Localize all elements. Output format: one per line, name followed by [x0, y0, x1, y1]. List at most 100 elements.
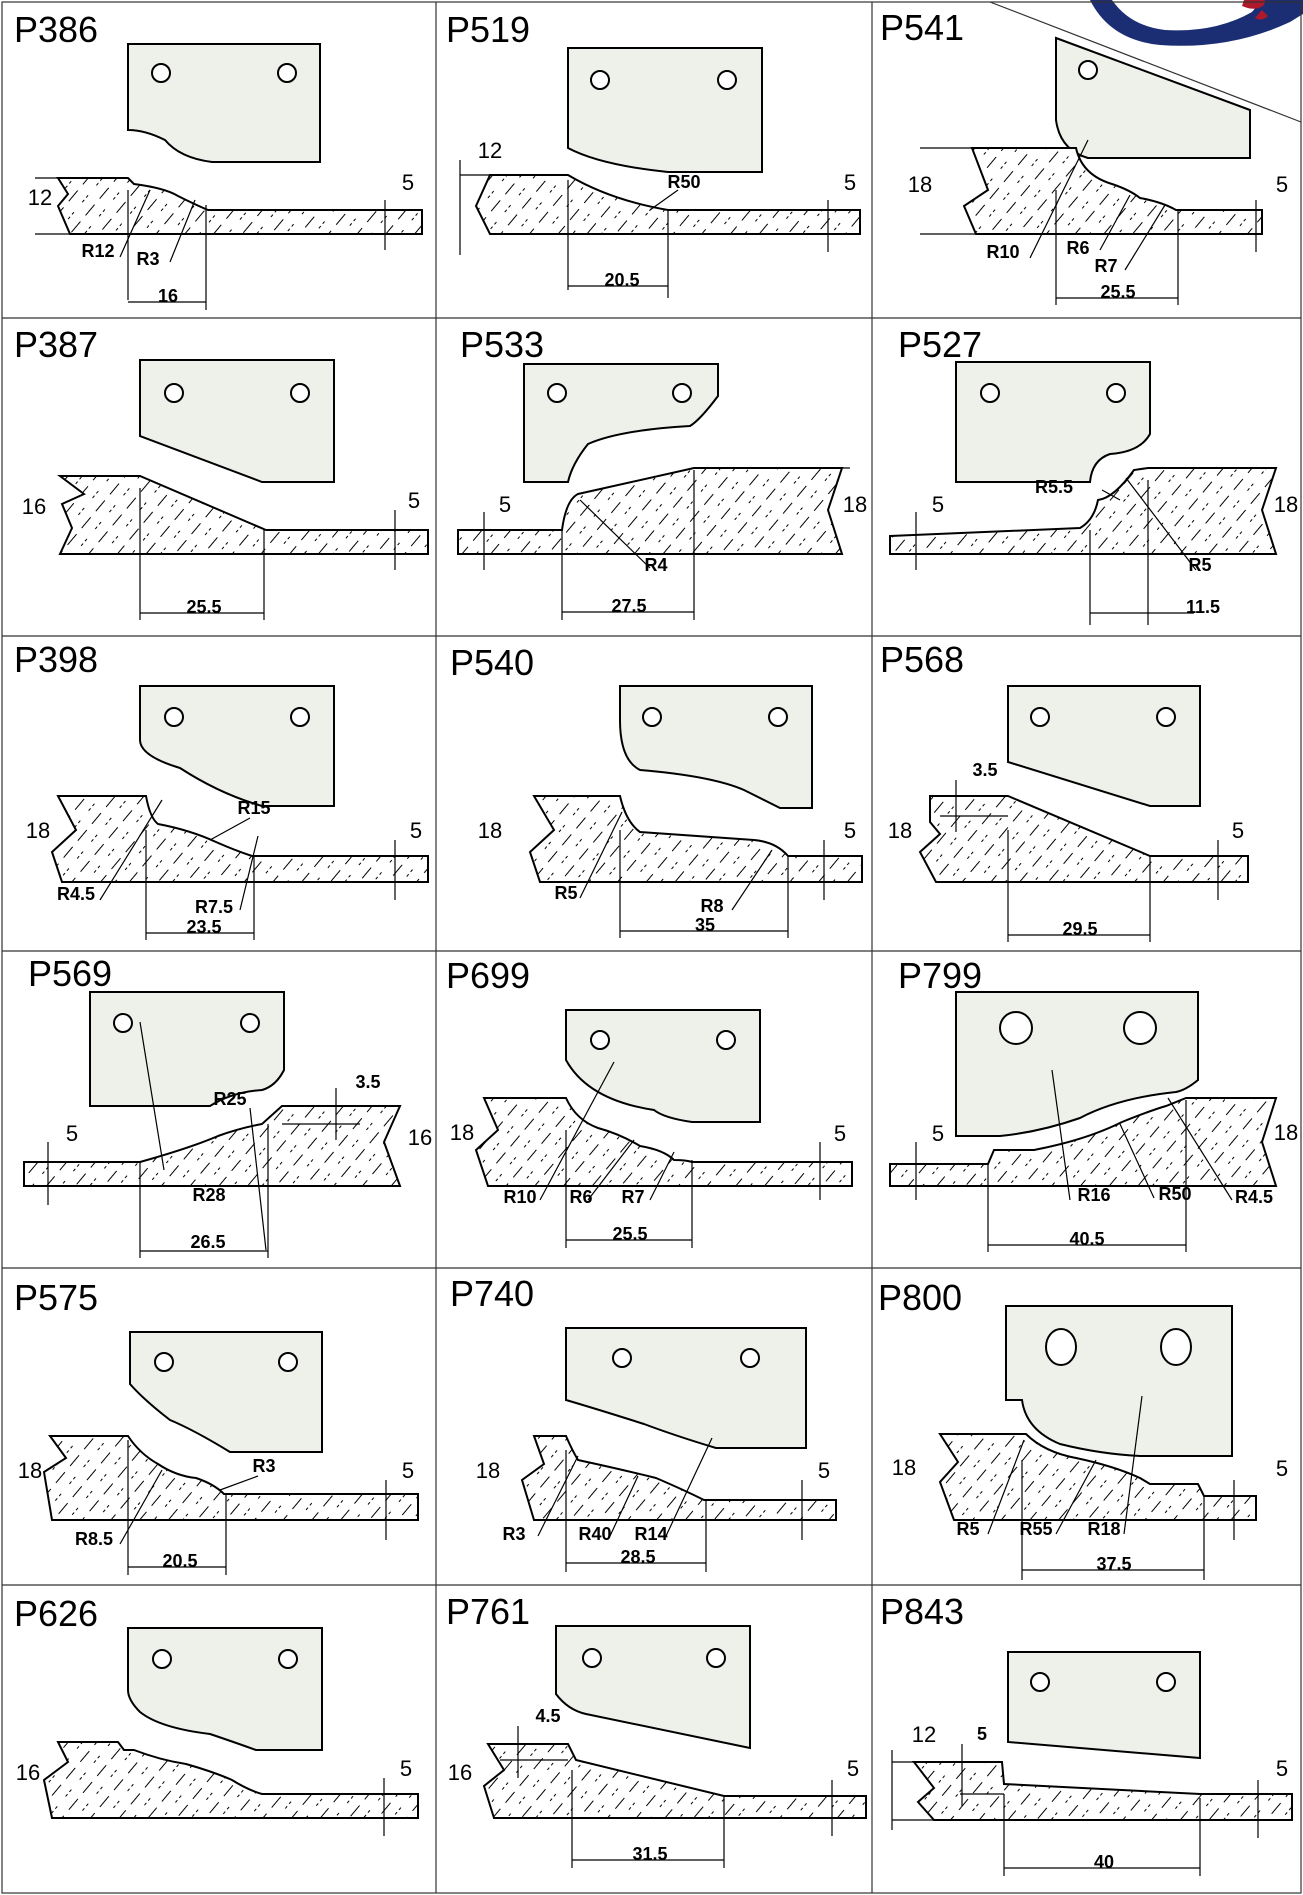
- dimension-label: R50: [667, 172, 700, 192]
- profile-code: P569: [28, 953, 112, 994]
- knife-plate: [129, 1331, 323, 1453]
- dimension-label: R7.5: [195, 897, 233, 917]
- mounting-hole: [716, 1030, 736, 1050]
- moulding-profile: [528, 795, 863, 883]
- cell-p541: [920, 36, 1263, 305]
- dimension-label: 20.5: [162, 1551, 197, 1571]
- dimension-label: 18: [18, 1458, 42, 1483]
- knife-plate: [955, 361, 1151, 483]
- mounting-hole: [590, 70, 610, 90]
- moulding-profile: [56, 177, 423, 235]
- dimension-label: 5: [410, 818, 422, 843]
- dimension-label: 18: [843, 492, 867, 517]
- knife-plate: [89, 991, 285, 1107]
- profile-code: P568: [880, 639, 964, 680]
- mounting-hole: [164, 383, 184, 403]
- cell-p740: [520, 1327, 837, 1572]
- profile-code: P533: [460, 324, 544, 365]
- profile-code: P740: [450, 1273, 534, 1314]
- cell-p761: [482, 1625, 867, 1868]
- dimension-label: 35: [695, 915, 715, 935]
- moulding-profile: [962, 147, 1263, 235]
- mounting-hole: [151, 63, 171, 83]
- dimension-label: 5: [1276, 172, 1288, 197]
- dimension-lines: [500, 1726, 833, 1868]
- cell-p699: [474, 1009, 853, 1248]
- dimension-label: 26.5: [190, 1232, 225, 1252]
- dimension-label: 27.5: [611, 596, 646, 616]
- dimension-lines: [920, 139, 1257, 305]
- dimension-label: R8: [700, 896, 723, 916]
- moulding-profile: [911, 1761, 1293, 1821]
- mounting-hole: [1106, 383, 1126, 403]
- profile-code: P387: [14, 324, 98, 365]
- mounting-hole: [164, 707, 184, 727]
- dimension-lines: [539, 1061, 821, 1248]
- dimension-label: R5: [554, 883, 577, 903]
- mounting-hole: [768, 707, 788, 727]
- dimension-label: 16: [408, 1125, 432, 1150]
- dimension-label: R6: [569, 1187, 592, 1207]
- cell-p533: [457, 363, 850, 620]
- mounting-hole: [1160, 1328, 1192, 1366]
- dimension-lines: [459, 160, 829, 298]
- knife-plate: [619, 685, 813, 809]
- dimension-lines: [35, 177, 386, 310]
- dimension-label: R40: [578, 1524, 611, 1544]
- profile-code: P527: [898, 324, 982, 365]
- dimension-label: R4.5: [1235, 1187, 1273, 1207]
- dimension-label: 40.5: [1069, 1229, 1104, 1249]
- knife-plate: [567, 47, 763, 173]
- cell-p569: [23, 991, 402, 1258]
- dimension-label: 16: [158, 286, 178, 306]
- knife-plate: [565, 1327, 807, 1449]
- mounting-hole: [590, 1030, 610, 1050]
- moulding-profile: [938, 1433, 1257, 1521]
- dimension-label: 18: [478, 818, 502, 843]
- mounting-hole: [672, 383, 692, 403]
- moulding-profile: [457, 467, 844, 555]
- mounting-hole: [154, 1352, 174, 1372]
- moulding-profile: [474, 1097, 853, 1187]
- dimension-label: 5: [402, 1458, 414, 1483]
- mounting-hole: [290, 707, 310, 727]
- dimension-label: 4.5: [535, 1706, 560, 1726]
- dimension-lines: [47, 1021, 360, 1258]
- profile-code: P575: [14, 1277, 98, 1318]
- mounting-hole: [240, 1013, 260, 1033]
- mounting-hole: [1030, 707, 1050, 727]
- dimension-label: R55: [1019, 1519, 1052, 1539]
- knife-plate: [127, 1627, 323, 1751]
- dimension-label: 5: [932, 1121, 944, 1146]
- dimension-label: R3: [136, 249, 159, 269]
- dimension-label: R18: [1087, 1519, 1120, 1539]
- dimension-label: R3: [502, 1524, 525, 1544]
- dimension-label: 12: [28, 185, 52, 210]
- dimension-label: 18: [26, 818, 50, 843]
- dimension-label: 5: [834, 1121, 846, 1146]
- mounting-hole: [290, 383, 310, 403]
- mounting-hole: [1156, 1672, 1176, 1692]
- mounting-hole: [278, 1352, 298, 1372]
- mounting-hole: [1045, 1328, 1077, 1366]
- moulding-profile: [520, 1435, 837, 1521]
- mounting-hole: [1123, 1011, 1157, 1045]
- profile-code: P540: [450, 642, 534, 683]
- cell-p799: [889, 991, 1278, 1252]
- dimension-label: 25.5: [186, 597, 221, 617]
- dimension-label: R14: [634, 1524, 667, 1544]
- profile-code: P699: [446, 955, 530, 996]
- moulding-profile: [474, 174, 861, 235]
- mounting-hole: [1078, 60, 1098, 80]
- dimension-lines: [483, 467, 850, 620]
- cell-p843: [891, 1651, 1293, 1876]
